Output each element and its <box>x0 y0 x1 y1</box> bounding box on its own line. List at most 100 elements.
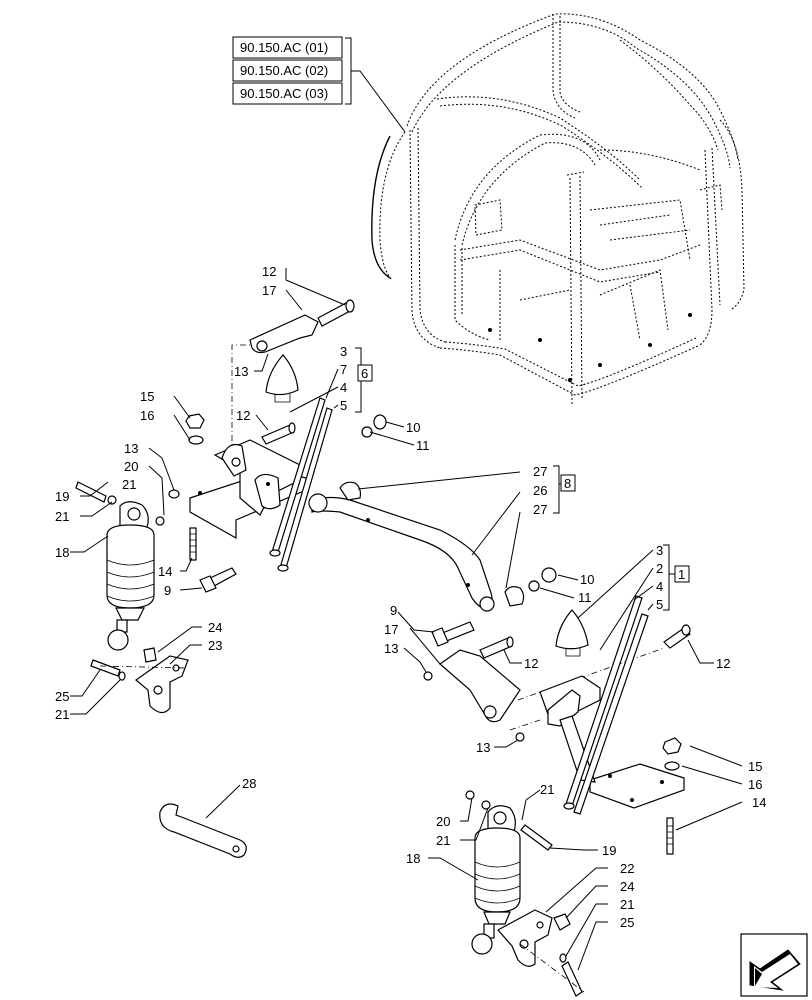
callout-3: 3 <box>656 543 663 558</box>
callout-21: 21 <box>122 477 136 492</box>
washer-21b <box>481 800 491 810</box>
nut-15 <box>185 413 205 429</box>
svg-text:6: 6 <box>361 366 368 381</box>
callout-12: 12 <box>716 656 730 671</box>
left-mount-assembly <box>168 299 387 593</box>
callout-25: 25 <box>55 689 69 704</box>
callout-25: 25 <box>620 915 634 930</box>
callout-11: 11 <box>416 438 430 453</box>
callout-26: 26 <box>533 483 547 498</box>
svg-text:90.150.AC (03): 90.150.AC (03) <box>240 86 328 101</box>
mount-bracket <box>189 439 307 540</box>
callout-23: 23 <box>208 638 222 653</box>
spanner-28 <box>159 803 247 858</box>
callout-3: 3 <box>340 344 347 359</box>
callout-14: 14 <box>752 795 766 810</box>
callout-17: 17 <box>384 622 398 637</box>
callout-5: 5 <box>656 597 663 612</box>
callout-7: 7 <box>340 362 347 377</box>
washer-16b <box>664 761 680 771</box>
callout-17: 17 <box>262 283 276 298</box>
pin-12-mid <box>261 422 296 445</box>
arm-17 <box>439 649 521 723</box>
group-label-1[interactable]: 1 <box>674 565 690 583</box>
group-label-6[interactable]: 6 <box>357 364 373 382</box>
bracket-17 <box>249 314 319 354</box>
callout-12: 12 <box>236 408 250 423</box>
ring-11 <box>361 426 373 438</box>
reference-link[interactable]: 90.150.AC (03) <box>232 82 343 105</box>
callout-13: 13 <box>124 441 138 456</box>
pin-12d <box>663 624 691 649</box>
callout-18: 18 <box>55 545 69 560</box>
callout-12: 12 <box>524 656 538 671</box>
callout-13: 13 <box>476 740 490 755</box>
cone-3 <box>265 354 299 403</box>
callouts: 12 17 13 3 7 4 5 15 16 12 10 11 13 20 21… <box>55 264 766 930</box>
previous-page-arrow-icon[interactable] <box>740 933 808 997</box>
right-lower-bracket-22 <box>497 909 585 997</box>
bolt-25 <box>90 659 121 677</box>
right-mount-assembly <box>423 595 691 855</box>
callout-11: 11 <box>578 590 592 605</box>
pin-12 <box>317 299 355 327</box>
svg-text:90.150.AC (02): 90.150.AC (02) <box>240 63 328 78</box>
reference-link[interactable]: 90.150.AC (02) <box>232 59 343 82</box>
svg-text:1: 1 <box>678 567 685 582</box>
callout-2: 2 <box>656 561 663 576</box>
callout-12: 12 <box>262 264 276 279</box>
callout-4: 4 <box>340 380 347 395</box>
callout-9: 9 <box>164 583 171 598</box>
callout-13: 13 <box>234 364 248 379</box>
callout-21: 21 <box>620 897 634 912</box>
callout-27: 27 <box>533 464 547 479</box>
washer-20 <box>465 790 475 800</box>
cone-3b <box>555 609 589 657</box>
bush-27b <box>504 586 525 607</box>
right-shock-absorber-18 <box>465 790 553 955</box>
stud-14b <box>666 817 674 855</box>
callout-19: 19 <box>55 489 69 504</box>
ring-13c <box>423 671 433 681</box>
mount-bracket-right <box>539 675 685 809</box>
nut-15b <box>662 737 682 755</box>
strut-5 <box>573 613 649 815</box>
callout-15: 15 <box>140 389 154 404</box>
callout-10: 10 <box>580 572 594 587</box>
callout-22: 22 <box>620 861 634 876</box>
callout-15: 15 <box>748 759 762 774</box>
bolt-9 <box>199 567 237 593</box>
bush-27 <box>339 481 362 501</box>
bolt-25b <box>561 961 583 997</box>
washer-10 <box>373 414 387 430</box>
left-lower-bracket-23 <box>90 647 189 714</box>
callout-9: 9 <box>390 603 397 618</box>
group-label-8[interactable]: 8 <box>560 474 576 492</box>
callout-13: 13 <box>384 641 398 656</box>
bolt-19b <box>520 824 553 851</box>
callout-27: 27 <box>533 502 547 517</box>
left-shock-absorber-18 <box>75 481 165 651</box>
callout-19: 19 <box>602 843 616 858</box>
callout-21: 21 <box>540 782 554 797</box>
callout-18: 18 <box>406 851 420 866</box>
washer-16 <box>188 435 204 445</box>
callout-21: 21 <box>436 833 450 848</box>
reference-link[interactable]: 90.150.AC (01) <box>232 36 343 59</box>
washer-21 <box>107 495 117 505</box>
leader-lines <box>70 268 743 971</box>
torsion-bar-26 <box>308 481 557 612</box>
reference-list: 90.150.AC (01) 90.150.AC (02) 90.150.AC … <box>232 36 406 133</box>
bolt-19 <box>75 481 107 503</box>
washer-10b <box>541 567 557 583</box>
ring-13 <box>168 489 180 499</box>
callout-14: 14 <box>158 564 172 579</box>
callout-24: 24 <box>620 879 634 894</box>
cab-frame <box>371 13 745 406</box>
washer-21f <box>559 953 567 963</box>
callout-20: 20 <box>124 459 138 474</box>
callout-20: 20 <box>436 814 450 829</box>
svg-text:90.150.AC (01): 90.150.AC (01) <box>240 40 328 55</box>
callout-16: 16 <box>748 777 762 792</box>
